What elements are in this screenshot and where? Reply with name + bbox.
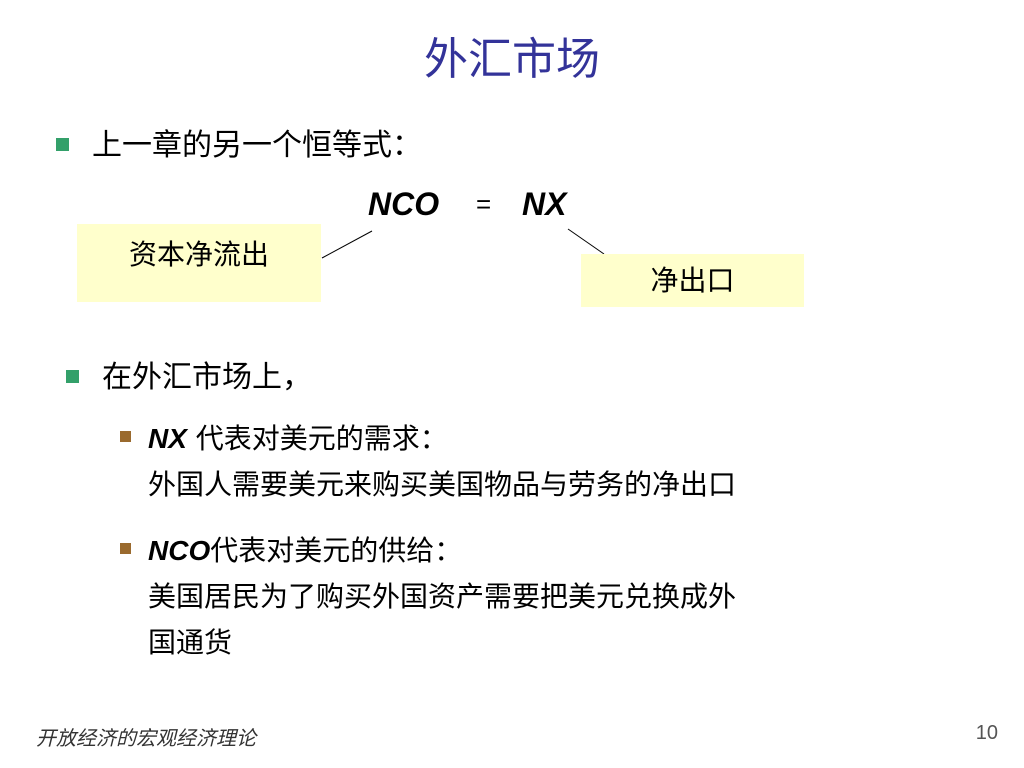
- bullet-identity: 上一章的另一个恒等式：: [56, 126, 422, 166]
- equation-operator: =: [476, 189, 492, 219]
- page-number: 10: [975, 722, 998, 744]
- green-square-bullet-icon: [56, 138, 69, 151]
- callout-net-exports: 净出口: [581, 254, 804, 307]
- bullet-fx-market: 在外汇市场上，: [66, 358, 312, 398]
- sub-bullet-nco-desc: 代表对美元的供给：: [210, 534, 463, 567]
- sub-bullet-nx: NX 代表对美元的需求： 外国人需要美元来购买美国物品与劳务的净出口: [120, 416, 737, 508]
- footer-course-title: 开放经济的宏观经济理论: [36, 726, 256, 750]
- sub-bullet-nx-desc: 代表对美元的需求：: [186, 422, 448, 455]
- sub-bullet-nco-line1: NCO代表对美元的供给：: [148, 528, 736, 574]
- brown-square-bullet-icon: [120, 543, 131, 554]
- bullet-fx-market-text: 在外汇市场上，: [102, 360, 312, 395]
- sub-bullet-nx-line1: NX 代表对美元的需求：: [148, 416, 736, 462]
- bullet-identity-text: 上一章的另一个恒等式：: [92, 128, 422, 163]
- equation-rhs: NX: [522, 186, 567, 222]
- callout-net-exports-text: 净出口: [650, 264, 735, 297]
- green-square-bullet-icon: [66, 370, 79, 383]
- term-nco: NCO: [148, 535, 211, 566]
- sub-bullet-nco-line3: 国通货: [148, 626, 233, 659]
- identity-equation: NCO = NX: [360, 184, 590, 224]
- callout-capital-outflow: 资本净流出: [77, 224, 321, 302]
- sub-bullet-nx-line2: 外国人需要美元来购买美国物品与劳务的净出口: [148, 468, 737, 501]
- slide-title: 外汇市场: [424, 34, 600, 85]
- equation-lhs: NCO: [368, 186, 440, 222]
- sub-bullet-nco: NCO代表对美元的供给： 美国居民为了购买外国资产需要把美元兑换成外 国通货: [120, 528, 737, 666]
- connector-line-right: [567, 228, 605, 255]
- brown-square-bullet-icon: [120, 431, 131, 442]
- sub-bullet-nco-line2: 美国居民为了购买外国资产需要把美元兑换成外: [148, 580, 737, 613]
- callout-capital-outflow-text: 资本净流出: [128, 238, 269, 271]
- term-nx: NX: [148, 423, 187, 454]
- connector-line-left: [321, 230, 373, 259]
